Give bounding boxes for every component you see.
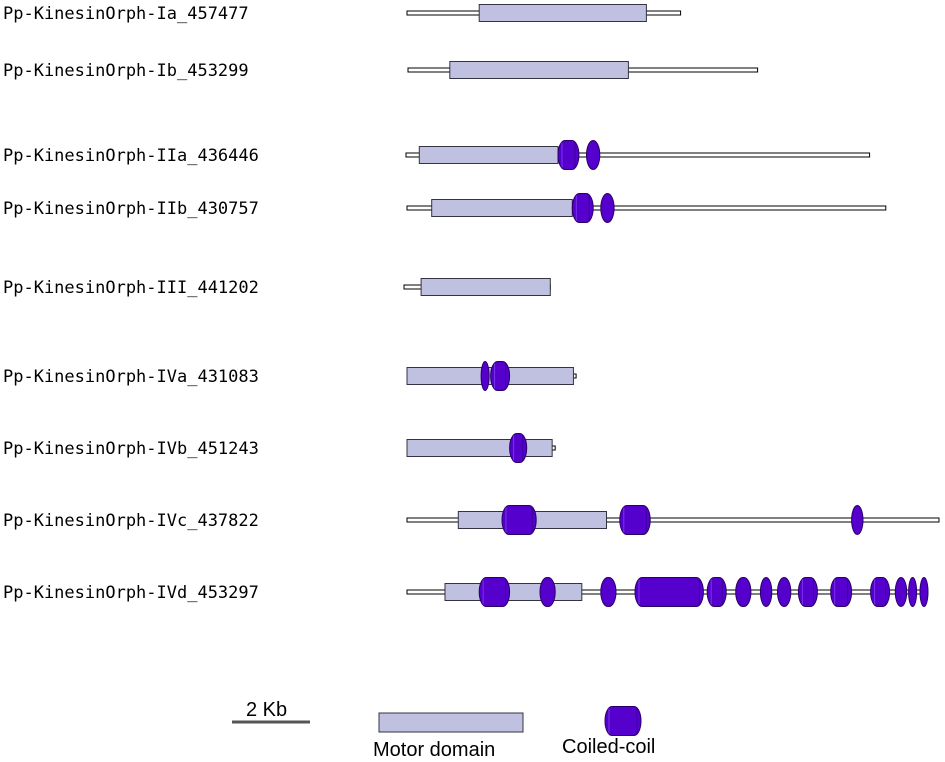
coiled-coil-body	[919, 577, 929, 607]
coiled-coil-body	[851, 505, 864, 535]
coiled-coil	[600, 193, 615, 223]
coiled-coil	[557, 140, 580, 170]
gene-backbone	[405, 152, 871, 158]
coiled-coil	[735, 577, 752, 607]
legend-coil-shape	[604, 706, 642, 736]
coiled-coil-body	[600, 577, 617, 607]
coiled-coil-body	[777, 577, 792, 607]
coiled-coil-body	[619, 505, 651, 535]
gene-label: Pp-KinesinOrph-IVd_453297	[3, 583, 259, 603]
legend-coil-body	[604, 706, 642, 736]
coiled-coil	[571, 193, 594, 223]
coiled-coil	[908, 577, 918, 607]
gene-row: Pp-KinesinOrph-IIa_436446	[3, 140, 871, 170]
motor-domain	[420, 278, 551, 296]
coiled-coil-body	[571, 193, 594, 223]
gene-label: Pp-KinesinOrph-III_441202	[3, 278, 259, 298]
coiled-coil-body	[894, 577, 908, 607]
legend-motor-label: Motor domain	[373, 739, 495, 761]
coiled-coil-body	[490, 361, 511, 391]
coiled-coil-body	[480, 361, 490, 391]
gene-label: Pp-KinesinOrph-Ia_457477	[3, 4, 249, 24]
gene-label: Pp-KinesinOrph-IIb_430757	[3, 199, 259, 219]
motor-domain	[406, 439, 553, 457]
gene-row: Pp-KinesinOrph-Ia_457477	[3, 4, 682, 24]
coiled-coil	[501, 505, 537, 535]
motor-domain	[449, 61, 629, 79]
legend-motor-box	[378, 712, 524, 733]
coiled-coil-body	[870, 577, 891, 607]
coiled-coil	[480, 361, 490, 391]
coiled-coil	[777, 577, 792, 607]
coiled-coil	[509, 433, 528, 463]
legend-coil	[604, 706, 642, 736]
legend-coil-label: Coiled-coil	[562, 736, 655, 758]
scale-bar-label: 2 Kb	[246, 699, 287, 721]
coiled-coil	[490, 361, 511, 391]
coiled-coil	[870, 577, 891, 607]
coiled-coil-body	[539, 577, 556, 607]
gene-label: Pp-KinesinOrph-IVa_431083	[3, 367, 259, 387]
coiled-coil-body	[830, 577, 853, 607]
coiled-coil	[759, 577, 773, 607]
gene-row: Pp-KinesinOrph-IVc_437822	[3, 505, 940, 535]
coiled-coil-body	[706, 577, 727, 607]
coiled-coil-body	[501, 505, 537, 535]
coiled-coil	[919, 577, 929, 607]
gene-backbone	[406, 205, 887, 211]
coiled-coil	[539, 577, 556, 607]
coiled-coil-body	[478, 577, 511, 607]
coiled-coil	[634, 577, 704, 607]
coiled-coil	[619, 505, 651, 535]
coiled-coil-body	[557, 140, 580, 170]
coiled-coil-body	[759, 577, 773, 607]
gene-row: Pp-KinesinOrph-IVb_451243	[3, 433, 556, 463]
gene-label: Pp-KinesinOrph-IIa_436446	[3, 146, 259, 166]
coiled-coil-body	[600, 193, 615, 223]
motor-domain	[418, 146, 559, 164]
gene-row: Pp-KinesinOrph-III_441202	[3, 278, 551, 298]
motor-domain	[431, 199, 573, 217]
legend: 2 Kb Motor domain Coiled-coil	[232, 699, 655, 761]
coiled-coil-body	[509, 433, 528, 463]
coiled-coil-body	[908, 577, 918, 607]
gene-row: Pp-KinesinOrph-Ib_453299	[3, 61, 759, 81]
coiled-coil	[600, 577, 617, 607]
coiled-coil	[797, 577, 818, 607]
coiled-coil-body	[634, 577, 704, 607]
coiled-coil	[851, 505, 864, 535]
coiled-coil-body	[586, 140, 601, 170]
coiled-coil	[894, 577, 908, 607]
motor-domain	[444, 583, 583, 601]
coiled-coil	[478, 577, 511, 607]
gene-row: Pp-KinesinOrph-IVa_431083	[3, 361, 577, 391]
motor-domain	[478, 4, 647, 22]
coiled-coil	[706, 577, 727, 607]
coiled-coil	[586, 140, 601, 170]
coiled-coil-body	[797, 577, 818, 607]
gene-row: Pp-KinesinOrph-IVd_453297	[3, 577, 929, 607]
gene-label: Pp-KinesinOrph-IVc_437822	[3, 511, 259, 531]
coiled-coil-body	[735, 577, 752, 607]
gene-label: Pp-KinesinOrph-IVb_451243	[3, 439, 259, 459]
gene-backbone	[406, 517, 940, 523]
gene-row: Pp-KinesinOrph-IIb_430757	[3, 193, 887, 223]
gene-label: Pp-KinesinOrph-Ib_453299	[3, 61, 249, 81]
coiled-coil	[830, 577, 853, 607]
